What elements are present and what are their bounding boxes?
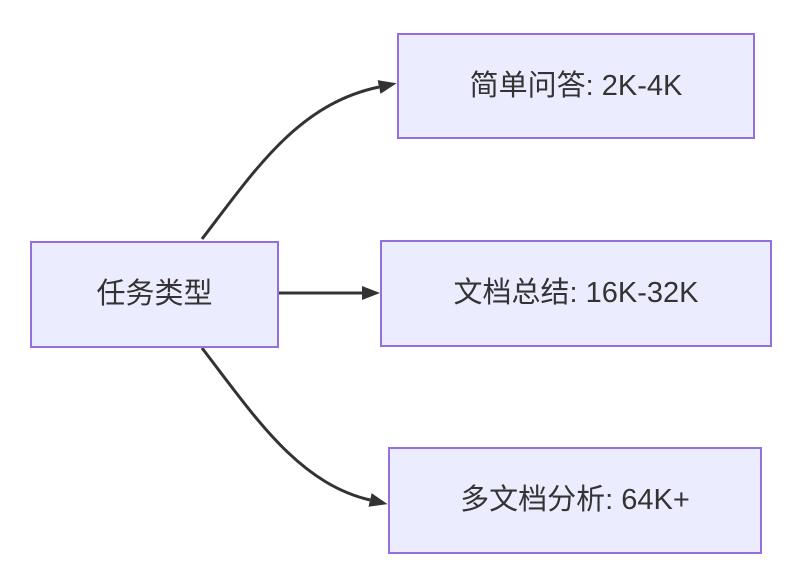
node-simple-qa-label: 简单问答: 2K-4K: [469, 69, 683, 102]
node-task-type: 任务类型: [30, 241, 279, 348]
node-multi-doc: 多文档分析: 64K+: [388, 447, 762, 554]
node-task-type-label: 任务类型: [96, 278, 213, 310]
node-multi-doc-label: 多文档分析: 64K+: [460, 484, 690, 516]
edge-task-to-multi-doc: [200, 347, 388, 507]
node-doc-summary: 文档总结: 16K-32K: [380, 240, 772, 347]
edge-task-to-simple-qa: [200, 80, 397, 240]
node-doc-summary-label: 文档总结: 16K-32K: [453, 277, 699, 309]
node-simple-qa: 简单问答: 2K-4K: [397, 33, 755, 139]
